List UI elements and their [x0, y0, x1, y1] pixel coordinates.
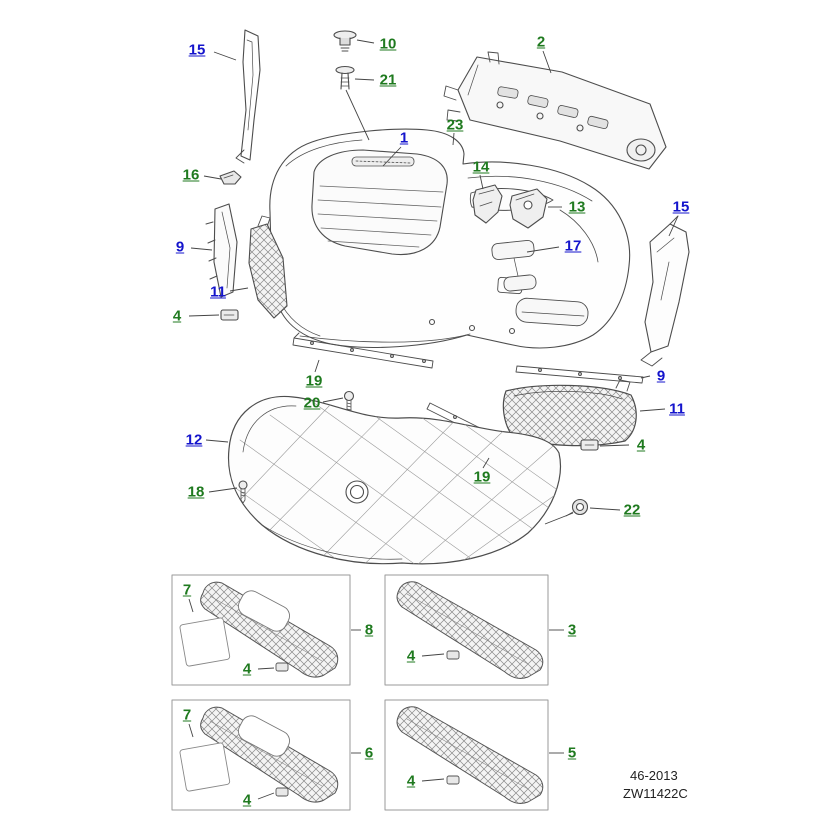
callout-4-left[interactable]: 4 [172, 307, 182, 325]
sensor-22 [565, 498, 589, 517]
part-bracket-13 [509, 188, 548, 229]
callout-4-box4[interactable]: 4 [406, 772, 416, 790]
callout-13[interactable]: 13 [568, 198, 586, 216]
callout-20[interactable]: 20 [303, 394, 321, 412]
callout-9-left[interactable]: 9 [175, 238, 185, 256]
part-side-bracket-15-right [640, 215, 690, 367]
part-trim-strip-9-right [515, 365, 644, 384]
footer-drawing-code: ZW11422C [623, 786, 688, 801]
callout-17[interactable]: 17 [564, 237, 582, 255]
callout-2[interactable]: 2 [536, 33, 546, 51]
callout-10[interactable]: 10 [379, 35, 397, 53]
clip-4-right [580, 439, 599, 451]
callout-4-box1[interactable]: 4 [242, 660, 252, 678]
part-plates-17 [491, 239, 537, 292]
callout-23[interactable]: 23 [446, 116, 464, 134]
callout-5[interactable]: 5 [567, 744, 577, 762]
part-mesh-trim-11-left [248, 215, 288, 319]
callout-16[interactable]: 16 [182, 166, 200, 184]
screw-20 [343, 390, 355, 415]
callout-8[interactable]: 8 [364, 621, 374, 639]
callout-15-left[interactable]: 15 [188, 41, 206, 59]
clip-4-left [220, 309, 239, 321]
callout-11-right[interactable]: 11 [669, 400, 685, 418]
callout-15-right[interactable]: 15 [672, 198, 690, 216]
screw-18 [238, 480, 248, 504]
fastener-10 [333, 30, 357, 52]
callout-1[interactable]: 1 [399, 129, 409, 147]
callout-4-box2[interactable]: 4 [406, 647, 416, 665]
callout-6[interactable]: 6 [364, 744, 374, 762]
callout-3[interactable]: 3 [567, 621, 577, 639]
callout-14[interactable]: 14 [472, 158, 490, 176]
callout-22[interactable]: 22 [623, 501, 641, 519]
callout-11-left[interactable]: 11 [210, 283, 226, 301]
part-impact-bar-2 [443, 51, 667, 170]
leader-lines [188, 39, 679, 800]
callout-19-lower[interactable]: 19 [473, 468, 491, 486]
callout-19-upper[interactable]: 19 [305, 372, 323, 390]
callout-4-box3[interactable]: 4 [242, 791, 252, 809]
callout-7-box3[interactable]: 7 [182, 706, 192, 724]
callout-7-box1[interactable]: 7 [182, 581, 192, 599]
callout-18[interactable]: 18 [187, 483, 205, 501]
callout-4-right[interactable]: 4 [636, 436, 646, 454]
part-grille-insert-11-right [502, 379, 637, 447]
callout-12[interactable]: 12 [185, 431, 203, 449]
footer-date-code: 46-2013 [630, 768, 678, 783]
callout-9-right[interactable]: 9 [656, 367, 666, 385]
clip-16 [219, 170, 242, 185]
callout-21[interactable]: 21 [379, 71, 397, 89]
part-support-9-left [205, 203, 238, 298]
fastener-21 [335, 65, 355, 90]
part-bracket-14 [472, 184, 503, 224]
part-trim-strip-19-upper [292, 332, 434, 369]
part-undertray-12 [227, 395, 561, 565]
part-side-bracket-15-left [235, 29, 261, 164]
part-bumper-cover-1 [269, 128, 631, 349]
